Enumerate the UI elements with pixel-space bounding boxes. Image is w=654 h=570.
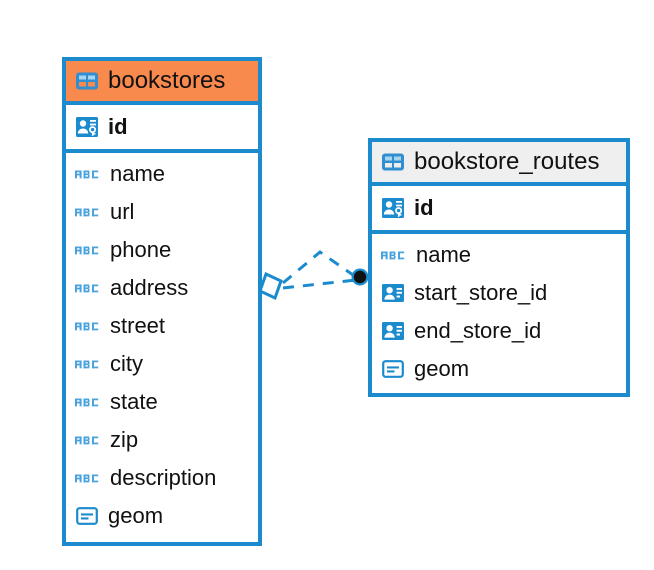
geometry-icon <box>75 504 99 528</box>
field-label-name: name <box>416 242 472 267</box>
relationship-branch-upper <box>282 250 357 285</box>
field-row-end-store-id[interactable]: end_store_id <box>372 312 626 350</box>
field-label-id: id <box>414 195 434 220</box>
field-row-zip[interactable]: zip <box>66 421 258 459</box>
field-row-name[interactable]: name <box>372 236 626 274</box>
field-row-city[interactable]: city <box>66 345 258 383</box>
field-label-state: state <box>110 389 158 414</box>
field-label-address: address <box>110 275 189 300</box>
text-abc-icon <box>75 162 101 186</box>
entity-bookstores-title: bookstores <box>108 67 226 94</box>
field-row-url[interactable]: url <box>66 193 258 231</box>
table-icon <box>381 150 405 174</box>
field-row-address[interactable]: address <box>66 269 258 307</box>
relationship-branch-lower <box>282 278 357 290</box>
field-label-geom: geom <box>414 356 470 381</box>
field-row-id[interactable]: id <box>372 186 626 230</box>
field-row-geom[interactable]: geom <box>372 350 626 388</box>
text-abc-icon <box>75 352 101 376</box>
field-row-start-store-id[interactable]: start_store_id <box>372 274 626 312</box>
text-abc-icon <box>75 314 101 338</box>
entity-bookstores[interactable]: bookstores id <box>62 57 262 546</box>
field-label-street: street <box>110 313 166 338</box>
field-label-end-store-id: end_store_id <box>414 318 542 343</box>
relationship-circle-endpoint <box>353 270 367 284</box>
field-row-phone[interactable]: phone <box>66 231 258 269</box>
field-label-start-store-id: start_store_id <box>414 280 548 305</box>
text-abc-icon <box>75 390 101 414</box>
entity-bookstore-routes-primary-keys: id <box>372 186 626 234</box>
field-label-city: city <box>110 351 143 376</box>
field-label-name: name <box>110 161 166 186</box>
field-row-geom[interactable]: geom <box>66 497 258 535</box>
foreign-key-icon <box>381 281 405 305</box>
field-label-url: url <box>110 199 135 224</box>
field-label-geom: geom <box>108 503 164 528</box>
entity-bookstores-primary-keys: id <box>66 105 258 153</box>
field-row-id[interactable]: id <box>66 105 258 149</box>
foreign-key-icon <box>381 319 405 343</box>
entity-bookstore-routes-fields: name start_store_id <box>372 234 626 388</box>
geometry-icon <box>381 357 405 381</box>
entity-bookstore-routes[interactable]: bookstore_routes id <box>368 138 630 397</box>
primary-key-icon <box>381 196 405 220</box>
primary-key-icon <box>75 115 99 139</box>
field-label-id: id <box>108 114 128 139</box>
text-abc-icon <box>381 243 407 267</box>
text-abc-icon <box>75 276 101 300</box>
relationship-diamond-endpoint <box>258 271 283 301</box>
entity-bookstores-fields: name <box>66 153 258 535</box>
field-label-zip: zip <box>110 427 139 452</box>
field-label-description: description <box>110 465 217 490</box>
field-label-phone: phone <box>110 237 172 262</box>
field-row-street[interactable]: street <box>66 307 258 345</box>
field-row-state[interactable]: state <box>66 383 258 421</box>
entity-bookstores-header[interactable]: bookstores <box>66 61 258 105</box>
table-icon <box>75 69 99 93</box>
text-abc-icon <box>75 200 101 224</box>
entity-bookstore-routes-title: bookstore_routes <box>414 148 600 175</box>
relationship-circle-endpoint-ring <box>351 268 369 286</box>
text-abc-icon <box>75 466 101 490</box>
field-row-name[interactable]: name <box>66 155 258 193</box>
text-abc-icon <box>75 428 101 452</box>
field-row-description[interactable]: description <box>66 459 258 497</box>
text-abc-icon <box>75 238 101 262</box>
entity-bookstore-routes-header[interactable]: bookstore_routes <box>372 142 626 186</box>
